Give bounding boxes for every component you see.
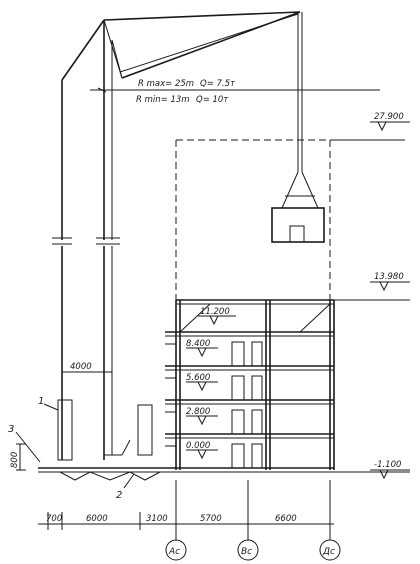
reach-min-label: R min= 13m [136,95,190,105]
crane-reach-annotation: R max= 25m Q= 7.5т R min= 13m Q= 10т [90,79,380,105]
callout-2: 2 [116,490,122,501]
dim-5700: 5700 [200,514,222,524]
offset-dimension: 4000 [61,362,113,376]
level-minus-1100: -1.100 [374,460,401,470]
level-5600: 5.600 [186,373,210,383]
axis-bubble-a [165,539,187,561]
callout-3: 3 [8,424,14,435]
bottom-dimension-chain: 700 6000 3100 5700 6600 [38,480,334,540]
left-height-dimension: 800 [10,443,26,471]
load-min-label: Q= 10т [196,95,229,105]
axis-d-label: Дc [322,547,335,557]
reach-max-label: R max= 25m [138,79,194,89]
floor-level-marks: 11.200 8.400 5.600 2.800 0.000 [186,307,236,460]
offset-4000-label: 4000 [70,362,92,372]
dim-700: 700 [46,514,62,524]
level-13980: 13.980 [374,272,404,282]
crane-base [57,399,153,461]
dim-6000: 6000 [86,514,108,524]
dim-800-label: 800 [10,452,20,468]
building-section [165,299,335,473]
axis-v-label: Вc [241,547,252,557]
level-27900: 27.900 [374,112,404,122]
level-11200: 11.200 [200,307,230,317]
axis-bubble-v [237,539,259,561]
level-8400: 8.400 [186,339,210,349]
callout-1: 1 [38,396,44,407]
crane-jib [103,11,301,79]
elevation-marks-right: 27.900 13.980 -1.100 [334,112,410,480]
load-max-label: Q= 7.5т [200,79,236,89]
crane-tower [52,19,123,460]
axis-a-label: Аc [168,547,180,557]
level-2800: 2.800 [186,407,210,417]
dim-3100: 3100 [146,514,168,524]
crane-hook-and-load [271,12,325,243]
dim-6600: 6600 [275,514,297,524]
level-0000: 0.000 [186,441,210,451]
grid-axes: Аc Вc Дc [165,539,341,561]
callouts: 1 2 3 [8,396,135,501]
ground-line [38,467,165,481]
working-envelope [175,139,405,300]
axis-bubble-d [319,539,341,561]
lifted-panel-icon [271,207,325,243]
